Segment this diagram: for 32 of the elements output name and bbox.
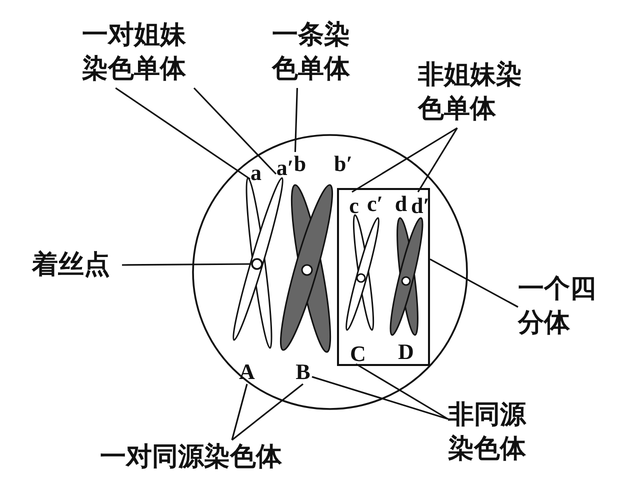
tetrad-frame [337, 188, 430, 366]
leader-line [122, 263, 251, 266]
callout-label: 非姐妹染色单体 [418, 58, 530, 128]
leader-line [193, 87, 277, 175]
gene-letter: c [347, 194, 361, 218]
leader-line [417, 128, 458, 192]
chromosome-letter: D [397, 340, 415, 364]
leader-line [231, 384, 248, 440]
callout-label: 一个四分体 [518, 272, 602, 342]
chromosome-letter: B [294, 360, 312, 384]
leader-line [352, 127, 458, 193]
leader-line [232, 383, 304, 441]
chromosome-letter: C [349, 342, 367, 366]
callout-label: 一对姐妹染色单体 [82, 18, 194, 88]
leader-line [356, 363, 448, 420]
gene-letter: b′ [334, 152, 352, 176]
centromere [251, 258, 263, 270]
gene-letter: a′ [276, 156, 294, 180]
leader-line [312, 376, 448, 420]
leader-line [430, 258, 518, 308]
gene-letter: a [250, 161, 262, 185]
gene-letter: d [394, 192, 408, 216]
gene-letter: b [292, 152, 308, 176]
leader-line [115, 87, 250, 180]
chromosome-letter: A [238, 360, 256, 384]
gene-letter: c′ [366, 192, 384, 216]
callout-label: 着丝点 [32, 248, 122, 282]
leader-line [294, 88, 298, 152]
callout-label: 非同源染色体 [448, 398, 532, 468]
callout-label: 一条染色单体 [272, 18, 356, 88]
gene-letter: d′ [411, 194, 429, 218]
callout-label: 一对同源染色体 [100, 440, 320, 474]
